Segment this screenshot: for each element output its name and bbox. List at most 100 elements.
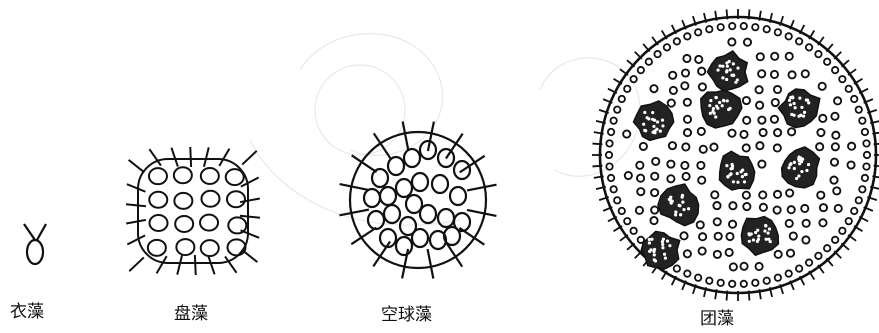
daughter-colony-speckle bbox=[711, 107, 716, 111]
volvox-somatic-cell bbox=[668, 85, 678, 95]
volvox-somatic-cell bbox=[622, 129, 632, 139]
daughter-colony-speckle bbox=[714, 115, 718, 119]
volvox-rim-cell bbox=[854, 105, 863, 114]
volvox-flagellum bbox=[607, 87, 618, 95]
volvox-somatic-cell bbox=[681, 171, 691, 181]
volvox-rim-cell bbox=[814, 251, 823, 260]
volvox-somatic-cell bbox=[666, 98, 676, 108]
daughter-colony-speckle bbox=[661, 246, 665, 250]
volvox-somatic-cell bbox=[817, 81, 827, 91]
volvox-flagellum bbox=[870, 185, 879, 190]
daughter-colony-speckle bbox=[721, 64, 725, 68]
volvox-rim-cell bbox=[762, 276, 771, 285]
volvox-rim-cell bbox=[672, 264, 681, 273]
volvox-somatic-cell bbox=[741, 95, 752, 106]
volvox-somatic-cell bbox=[742, 115, 752, 125]
daughter-colony-outline bbox=[718, 150, 756, 191]
volvox-somatic-cell bbox=[769, 69, 780, 79]
daughter-colony-speckle bbox=[677, 203, 681, 207]
volvox-rim-cell bbox=[751, 278, 760, 287]
volvox-somatic-cell bbox=[788, 231, 798, 241]
daughter-colony-speckle bbox=[731, 73, 736, 77]
daughter-colony-speckle bbox=[799, 113, 803, 117]
gonium-cell bbox=[225, 190, 246, 209]
daughter-colony-speckle bbox=[735, 78, 739, 82]
volvox-flagellum bbox=[808, 30, 816, 40]
daughter-colony-speckle bbox=[642, 122, 646, 126]
daughter-colony-speckle bbox=[679, 213, 683, 217]
pandorina-cell bbox=[382, 203, 402, 225]
gonium-flagellum bbox=[193, 254, 197, 276]
volvox-somatic-cell bbox=[846, 160, 856, 170]
volvox-rim-cell bbox=[854, 196, 863, 205]
pandorina-cell bbox=[398, 215, 418, 237]
volvox-somatic-cell bbox=[816, 190, 826, 200]
volvox-somatic-cell bbox=[635, 160, 645, 170]
gonium-cell bbox=[224, 168, 245, 187]
volvox-flagellum bbox=[779, 15, 784, 26]
volvox-rim-cell bbox=[739, 279, 748, 288]
volvox-flagellum bbox=[626, 242, 636, 251]
daughter-colony-speckle bbox=[764, 237, 768, 241]
volvox-flagellum bbox=[825, 257, 834, 267]
volvox-somatic-cell bbox=[770, 51, 780, 61]
volvox-somatic-cell bbox=[724, 247, 734, 257]
volvox-rim-cell bbox=[838, 226, 847, 235]
daughter-colony-speckle bbox=[725, 99, 729, 103]
daughter-colony-speckle bbox=[722, 99, 726, 103]
volvox-rim-cell bbox=[804, 258, 814, 267]
gonium-flagellum bbox=[189, 146, 193, 168]
volvox-rim-cell bbox=[762, 25, 771, 34]
gonium-colony bbox=[125, 146, 261, 276]
pandorina-cell bbox=[452, 159, 472, 181]
volvox-somatic-cell bbox=[681, 142, 691, 152]
daughter-colony-speckle bbox=[754, 230, 758, 235]
daughter-colony-speckle bbox=[806, 162, 811, 167]
daughter-colony-speckle bbox=[651, 111, 655, 115]
volvox-flagellum bbox=[692, 284, 697, 295]
volvox-rim-cell bbox=[860, 173, 870, 183]
volvox-rim-cell bbox=[716, 278, 725, 287]
daughter-colony-speckle bbox=[661, 124, 665, 128]
daughter-colony-speckle bbox=[742, 180, 747, 184]
volvox-flagellum bbox=[725, 9, 729, 20]
volvox-flagellum bbox=[858, 87, 869, 95]
volvox-somatic-cell bbox=[696, 126, 706, 136]
pandorina-flagellum bbox=[466, 183, 497, 192]
volvox-flagellum bbox=[681, 280, 687, 291]
volvox-somatic-cell bbox=[650, 188, 660, 198]
daughter-colony-speckle bbox=[802, 110, 807, 114]
daughter-colony-speckle bbox=[716, 68, 720, 72]
volvox-rim-cell bbox=[609, 185, 618, 194]
volvox-flagellum bbox=[872, 175, 879, 179]
pandorina-cell bbox=[452, 211, 472, 233]
gonium-flagellum bbox=[240, 229, 260, 239]
volvox-rim-cell bbox=[653, 50, 662, 59]
label-chlamydomonas: 衣藻 bbox=[10, 302, 44, 322]
volvox-somatic-cell bbox=[816, 127, 826, 138]
daughter-colony-speckle bbox=[668, 244, 672, 248]
volvox-somatic-cell bbox=[773, 249, 783, 259]
volvox-flagellum bbox=[825, 43, 834, 53]
daughter-colony-speckle bbox=[756, 228, 760, 232]
volvox-flagellum bbox=[607, 215, 618, 223]
pandorina-flagellum bbox=[351, 154, 378, 173]
volvox-flagellum bbox=[598, 196, 609, 201]
volvox-somatic-cell bbox=[818, 218, 828, 228]
pandorina-cell bbox=[394, 235, 414, 257]
gonium-cell bbox=[148, 213, 169, 232]
label-gonium: 盘藻 bbox=[174, 304, 208, 324]
volvox-flagellum bbox=[613, 225, 623, 233]
pandorina-cell bbox=[410, 171, 430, 193]
volvox-somatic-cell bbox=[787, 127, 797, 137]
volvox-somatic-cell bbox=[649, 216, 659, 226]
volvox-rim-cell bbox=[705, 276, 714, 285]
pandorina-cell bbox=[402, 147, 422, 169]
volvox-somatic-cell bbox=[831, 130, 841, 140]
volvox-rim-cell bbox=[728, 22, 737, 31]
daughter-colony-speckle bbox=[669, 195, 673, 199]
gonium-flagellum bbox=[239, 214, 261, 219]
volvox-rim-cell bbox=[858, 116, 867, 125]
volvox-rim-cell bbox=[860, 127, 870, 137]
gonium-cell bbox=[200, 189, 221, 208]
